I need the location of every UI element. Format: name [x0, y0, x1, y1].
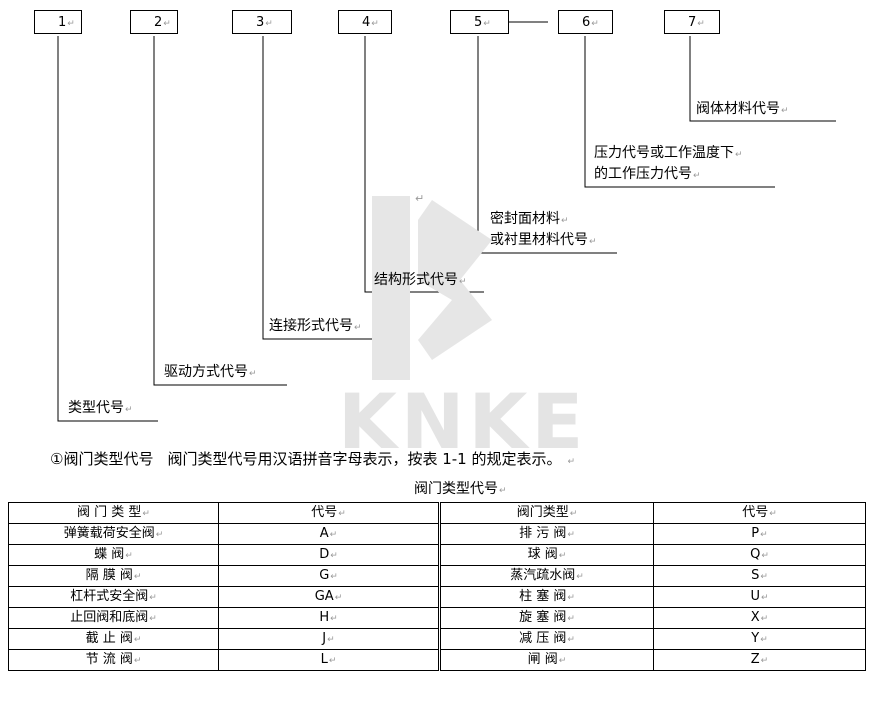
table-cell: 蒸汽疏水阀↵ — [438, 565, 654, 587]
paragraph-mark: ↵ — [415, 192, 425, 205]
table-cell: 杠杆式安全阀↵ — [8, 586, 219, 608]
table-cell: Z↵ — [653, 649, 866, 671]
table-caption: 阀门类型代号↵ — [414, 481, 507, 497]
label-pressure-code-line1: 压力代号或工作温度下↵ — [594, 145, 743, 161]
table-cell: H↵ — [218, 607, 440, 629]
label-body-material-code: 阀体材料代号↵ — [696, 101, 789, 117]
table-row: 弹簧载荷安全阀↵ A↵ 排 污 阀↵ P↵ — [8, 523, 866, 545]
table-cell: 弹簧载荷安全阀↵ — [8, 523, 219, 545]
description-text: 阀门类型代号用汉语拼音字母表示，按表 1-1 的规定表示。 — [167, 450, 562, 468]
table-cell: Y↵ — [653, 628, 866, 650]
valve-type-code-table: 阀 门 类 型↵ 代号↵ 阀门类型↵ 代号↵ 弹簧载荷安全阀↵ A↵ 排 污 阀… — [8, 502, 866, 671]
table-cell: 蝶 阀↵ — [8, 544, 219, 566]
header-valve-type-left: 阀 门 类 型↵ — [8, 502, 219, 524]
code-box-7: 7↵ — [664, 10, 720, 34]
table-cell: Q↵ — [653, 544, 866, 566]
table-cell: D↵ — [218, 544, 440, 566]
table-cell: U↵ — [653, 586, 866, 608]
label-type-code: 类型代号↵ — [68, 400, 133, 416]
table-cell: 闸 阀↵ — [438, 649, 654, 671]
table-cell: GA↵ — [218, 586, 440, 608]
label-pressure-code-line2: 的工作压力代号↵ — [594, 166, 701, 182]
table-cell: P↵ — [653, 523, 866, 545]
label-drive-code: 驱动方式代号↵ — [164, 364, 257, 380]
description-paragraph: ①阀门类型代号阀门类型代号用汉语拼音字母表示，按表 1-1 的规定表示。↵ — [50, 450, 576, 468]
table-cell: 球 阀↵ — [438, 544, 654, 566]
code-box-6: 6↵ — [558, 10, 613, 34]
table-cell: 排 污 阀↵ — [438, 523, 654, 545]
label-seal-code-line1: 密封面材料↵ — [490, 211, 569, 227]
table-cell: 旋 塞 阀↵ — [438, 607, 654, 629]
code-box-4: 4↵ — [338, 10, 392, 34]
table-cell: 柱 塞 阀↵ — [438, 586, 654, 608]
description-heading: ①阀门类型代号 — [50, 450, 154, 468]
header-valve-type-right: 阀门类型↵ — [438, 502, 654, 524]
header-code-right: 代号↵ — [653, 502, 866, 524]
table-cell: J↵ — [218, 628, 440, 650]
table-row: 节 流 阀↵ L↵ 闸 阀↵ Z↵ — [8, 649, 866, 671]
table-row: 截 止 阀↵ J↵ 减 压 阀↵ Y↵ — [8, 628, 866, 650]
table-cell: 节 流 阀↵ — [8, 649, 219, 671]
table-cell: 止回阀和底阀↵ — [8, 607, 219, 629]
table-header-row: 阀 门 类 型↵ 代号↵ 阀门类型↵ 代号↵ — [8, 502, 866, 524]
table-cell: S↵ — [653, 565, 866, 587]
label-structure-code: 结构形式代号↵ — [374, 272, 467, 288]
table-cell: G↵ — [218, 565, 440, 587]
header-code-left: 代号↵ — [218, 502, 440, 524]
table-cell: X↵ — [653, 607, 866, 629]
table-cell: L↵ — [218, 649, 440, 671]
connector-lines — [57, 21, 836, 422]
code-box-3: 3↵ — [232, 10, 292, 34]
table-cell: 减 压 阀↵ — [438, 628, 654, 650]
code-box-1: 1↵ — [34, 10, 82, 34]
table-row: 隔 膜 阀↵ G↵ 蒸汽疏水阀↵ S↵ — [8, 565, 866, 587]
code-box-2: 2↵ — [130, 10, 178, 34]
table-cell: A↵ — [218, 523, 440, 545]
label-seal-code-line2: 或衬里材料代号↵ — [490, 232, 597, 248]
table-row: 止回阀和底阀↵ H↵ 旋 塞 阀↵ X↵ — [8, 607, 866, 629]
table-cell: 隔 膜 阀↵ — [8, 565, 219, 587]
label-connection-code: 连接形式代号↵ — [269, 318, 362, 334]
table-cell: 截 止 阀↵ — [8, 628, 219, 650]
table-row: 蝶 阀↵ D↵ 球 阀↵ Q↵ — [8, 544, 866, 566]
code-box-5: 5↵ — [450, 10, 509, 34]
table-row: 杠杆式安全阀↵ GA↵ 柱 塞 阀↵ U↵ — [8, 586, 866, 608]
